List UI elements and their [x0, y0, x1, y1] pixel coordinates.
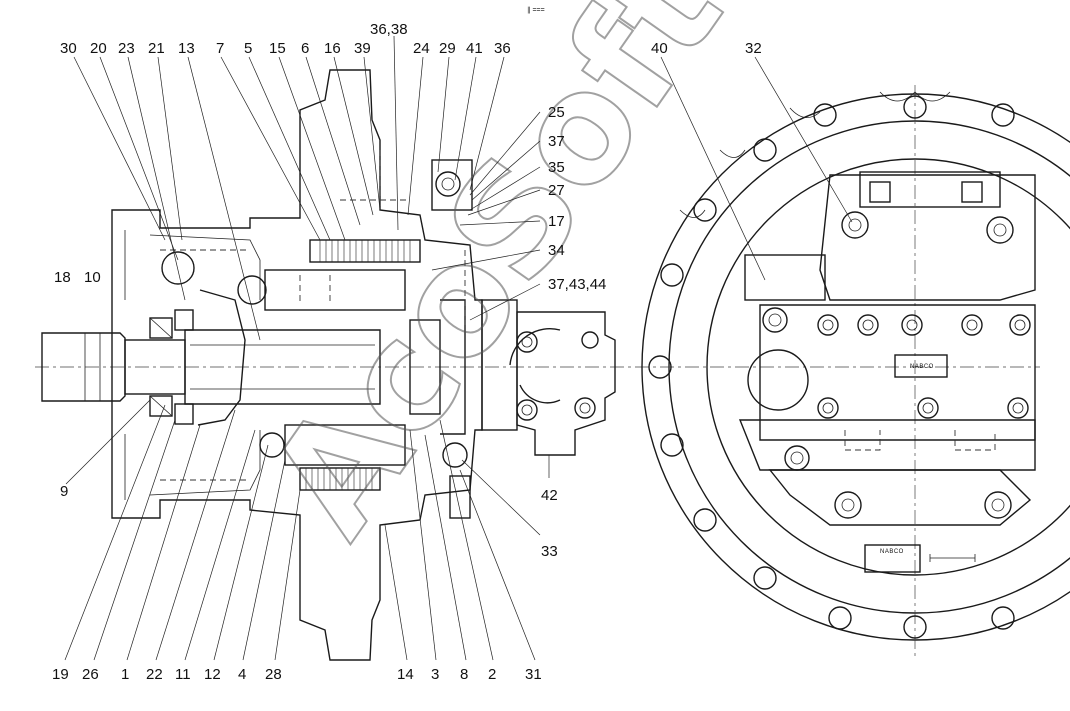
part-label: 30 — [60, 40, 77, 57]
part-label: 34 — [548, 242, 565, 259]
part-label: 19 — [52, 666, 69, 683]
part-label: 13 — [178, 40, 195, 57]
part-label: 40 — [651, 40, 668, 57]
part-label: 6 — [301, 40, 309, 57]
part-label: 33 — [541, 543, 558, 560]
part-label: 28 — [265, 666, 282, 683]
part-label: 21 — [148, 40, 165, 57]
nameplate-lower-text: NABCO — [880, 549, 904, 555]
part-label: 29 — [439, 40, 456, 57]
part-label: 22 — [146, 666, 163, 683]
part-label: 36 — [494, 40, 511, 57]
part-label: 15 — [269, 40, 286, 57]
part-label: 10 — [84, 269, 101, 286]
part-label: 20 — [90, 40, 107, 57]
part-label: 5 — [244, 40, 252, 57]
gear-teeth-bottom — [305, 468, 373, 490]
part-labels: 30 20 23 21 13 7 5 15 6 16 39 36,38 24 2… — [52, 21, 762, 683]
part-label: 11 — [175, 666, 191, 683]
part-label: 41 — [466, 40, 483, 57]
part-label: 35 — [548, 159, 565, 176]
part-label: 39 — [354, 40, 371, 57]
part-label: 23 — [118, 40, 135, 57]
part-label: 25 — [548, 104, 565, 121]
part-label: 26 — [82, 666, 99, 683]
part-label: 32 — [745, 40, 762, 57]
part-label: 18 — [54, 269, 71, 286]
part-label: 9 — [60, 483, 68, 500]
part-label: 16 — [324, 40, 341, 57]
flange-bolt-holes — [648, 95, 1015, 639]
part-label: 1 — [121, 666, 129, 683]
part-label: 4 — [238, 666, 246, 683]
part-label: 8 — [460, 666, 468, 683]
part-label: 42 — [541, 487, 558, 504]
part-label: 12 — [204, 666, 221, 683]
motor-end-view: NABCO NABCO — [641, 85, 1070, 660]
block-bolts — [762, 211, 1031, 519]
part-label: 31 — [525, 666, 542, 683]
part-label: 27 — [548, 182, 565, 199]
gear-teeth-top — [319, 240, 411, 262]
part-label: 2 — [488, 666, 496, 683]
part-label: 3 — [431, 666, 439, 683]
part-label: 36,38 — [370, 21, 408, 38]
header-mark: ∥ === — [527, 6, 545, 14]
part-label: 24 — [413, 40, 430, 57]
part-label: 7 — [216, 40, 224, 57]
nameplate-upper-text: NABCO — [910, 364, 934, 370]
leader-lines — [64, 35, 853, 661]
part-label: 17 — [548, 213, 565, 230]
nameplate-lower — [864, 544, 921, 573]
nameplate-upper — [894, 354, 948, 378]
part-label: 37,43,44 — [548, 276, 606, 293]
part-label: 14 — [397, 666, 414, 683]
part-label: 37 — [548, 133, 565, 150]
motor-cross-section — [35, 69, 660, 661]
